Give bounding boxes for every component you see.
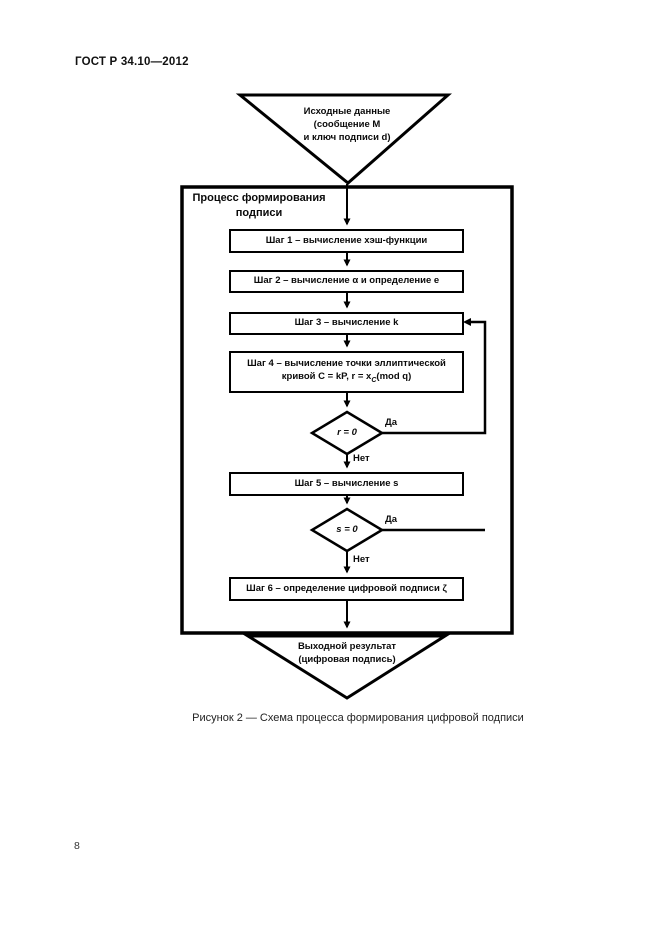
decision1-label: r = 0 — [337, 426, 357, 438]
feedback-path-decision1 — [381, 322, 485, 433]
step1-box — [230, 230, 463, 252]
feedback-loop — [381, 322, 485, 530]
page-number: 8 — [74, 840, 80, 852]
step5-label: Шаг 5 – вычисление s — [294, 477, 399, 489]
decision2-no-label: Нет — [353, 554, 370, 565]
step2-label: Шаг 2 – вычисление α и определение е — [253, 275, 440, 287]
output-triangle-label: Выходной результат (цифровая подпись) — [297, 641, 397, 665]
step4-line1: Шаг 4 – вычисление точки эллиптической — [247, 358, 446, 370]
step3-label: Шаг 3 – вычисление k — [294, 317, 399, 329]
decision1-yes-label: Да — [385, 417, 398, 428]
decision1-diamond — [312, 412, 382, 454]
document-header: ГОСТ Р 34.10—2012 — [75, 56, 189, 68]
feedback-arrowhead — [463, 318, 471, 326]
decision2-yes-label: Да — [385, 514, 398, 525]
step6-label: Шаг 6 – определение цифровой подписи ζ — [246, 582, 447, 594]
process-title: Процесс формирования подписи — [192, 192, 326, 219]
input-triangle-shape — [240, 95, 448, 183]
step-boxes — [230, 230, 463, 600]
step3-box — [230, 313, 463, 334]
step4-box — [230, 352, 463, 392]
step2-box — [230, 271, 463, 292]
step1-label: Шаг 1 – вычисление хэш-функции — [265, 234, 428, 246]
step5-box — [230, 473, 463, 495]
decision1-no-label: Нет — [353, 453, 370, 464]
step4-line2: кривой С = kP, r = xC(mod q) — [281, 371, 412, 385]
step4-label: Шаг 4 – вычисление точки эллиптической к… — [230, 352, 463, 392]
output-triangle-shape — [248, 636, 445, 698]
decision2-label: s = 0 — [336, 523, 358, 535]
decision2-diamond — [312, 509, 382, 551]
figure-caption: Рисунок 2 — Схема процесса формирования … — [192, 712, 524, 724]
input-triangle-label: Исходные данные (сообщение М и ключ подп… — [303, 106, 391, 143]
step6-box — [230, 578, 463, 600]
subscript-c: C — [371, 377, 377, 385]
